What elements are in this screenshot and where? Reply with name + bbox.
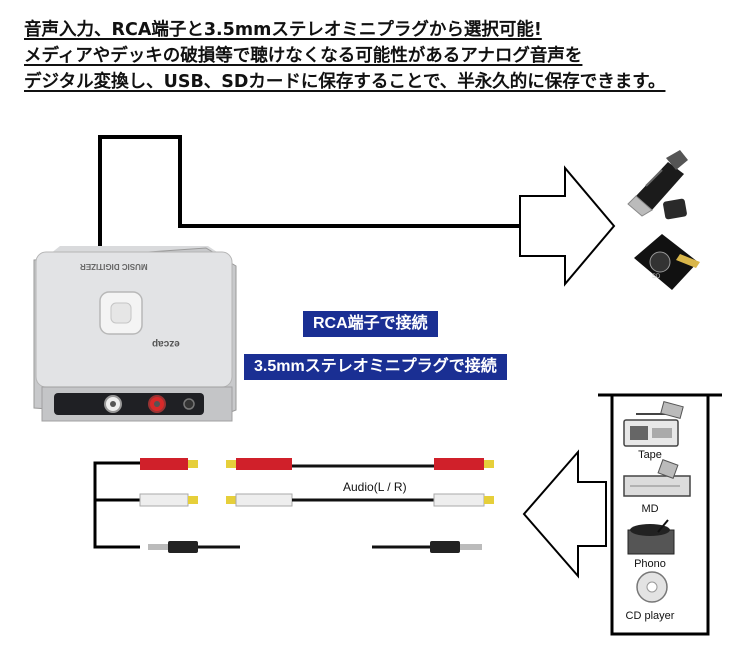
rca-red-cable [226, 458, 494, 470]
rca-red-plug-left [140, 458, 198, 470]
source-label-cd: CD player [625, 610, 675, 622]
mini-plug-right [372, 541, 482, 553]
headline-line-2: メディアやデッキの破損等で聴けなくなる可能性があるアナログ音声を [24, 46, 583, 66]
rca-white-cable [226, 493, 494, 507]
device-brand-label: ezcap [152, 338, 180, 349]
left-arrow [522, 449, 607, 579]
badge-rca-connection: RCA端子で接続 [303, 311, 438, 337]
cable-audio-label: Audio(L / R) [343, 480, 407, 494]
usb-drive-icon [627, 150, 688, 220]
mini-plug-left [148, 541, 240, 553]
source-label-phono: Phono [634, 558, 666, 570]
device-model-label: MUSIC DIGITIZER [80, 262, 148, 271]
headline-line-1: 音声入力、RCA端子と3.5mmステレオミニプラグから選択可能! [24, 20, 542, 40]
output-line [98, 135, 520, 250]
headline-line-3: デジタル変換し、USB、SDカードに保存することで、半永久的に保存できます。 [24, 72, 666, 92]
right-arrow [519, 165, 616, 287]
music-digitizer-device [33, 246, 237, 422]
source-label-md: MD [641, 503, 659, 515]
source-label-tape: Tape [638, 449, 662, 461]
turntable-icon [627, 519, 675, 555]
svg-text:SD: SD [652, 274, 661, 280]
input-bracket-line [93, 461, 140, 549]
md-player-icon [623, 459, 691, 497]
cd-icon [636, 571, 668, 603]
badge-mini-plug-connection: 3.5mmステレオミニプラグで接続 [244, 354, 507, 380]
sources-bracket [610, 395, 710, 636]
rca-white-plug-left [139, 493, 198, 507]
tape-deck-icon [623, 401, 684, 447]
sd-card-icon: SD [634, 234, 700, 290]
